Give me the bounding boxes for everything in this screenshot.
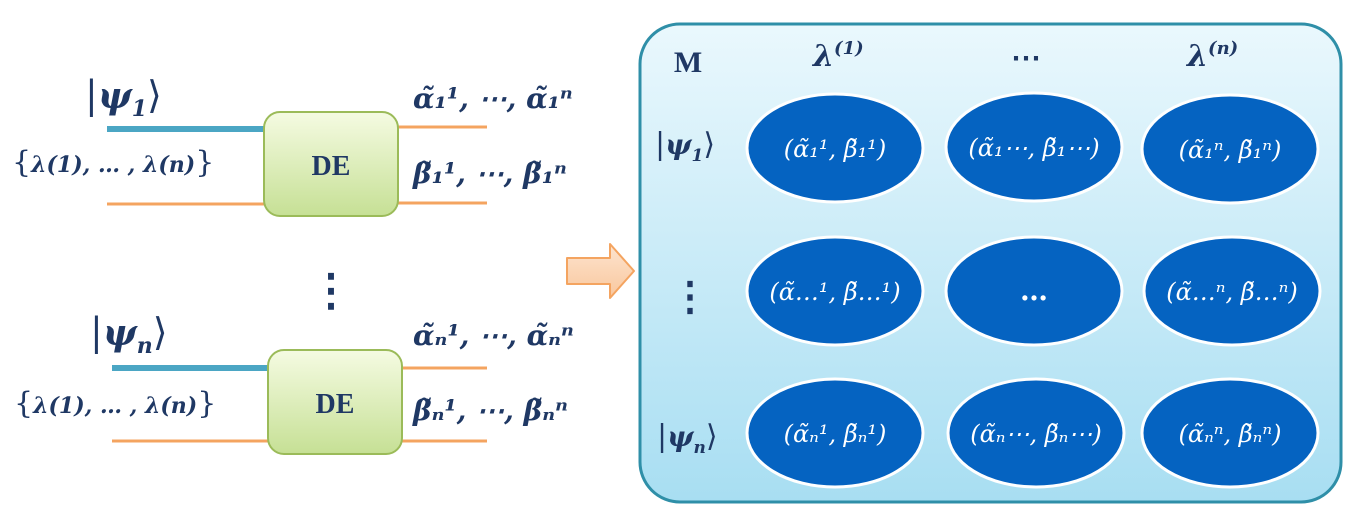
matrix-cell-text-1-2: (α̃₁⋯, β̃₁⋯) [968, 134, 1099, 162]
input-state-n: |ψn⟩ [90, 310, 168, 359]
matrix-row-1: (α̃₁¹, β̃₁¹) (α̃₁⋯, β̃₁⋯) (α̃₁ⁿ, β̃₁ⁿ) [745, 91, 1320, 205]
matrix-cell-3-1 [745, 377, 925, 489]
column-header-1: λ(1) [811, 38, 864, 74]
input-state-1: |ψ1⟩ [85, 73, 162, 122]
vertical-ellipsis-left: ⋮ [309, 265, 353, 316]
matrix-cell-text-1-1: (α̃₁¹, β̃₁¹) [784, 135, 887, 163]
de-box-label-1: DE [312, 151, 351, 182]
matrix-cell-2-1 [745, 235, 925, 347]
matrix-cell-2-2 [944, 235, 1124, 347]
matrix-corner-label: M [674, 46, 702, 79]
matrix-cell-3-3 [1140, 377, 1320, 489]
de-box-n [267, 349, 403, 455]
param-set-1: {λ(1), … , λ(n)} [12, 145, 214, 180]
matrix-cell-text-3-1: (α̃ₙ¹, β̃ₙ¹) [784, 420, 887, 448]
matrix-cell-text-3-2: (α̃ₙ⋯, β̃ₙ⋯) [970, 420, 1102, 448]
de-block-1: DE |ψ1⟩ {λ(1), … , λ(n)} α̃₁¹, ⋯, α̃₁ⁿ β… [12, 73, 573, 217]
matrix-cell-2-3 [1142, 235, 1322, 347]
matrix-cell-text-1-3: (α̃₁ⁿ, β̃₁ⁿ) [1179, 136, 1282, 164]
matrix-cell-1-3 [1140, 93, 1320, 205]
right-arrow [566, 243, 635, 299]
matrix-cell-text-3-3: (α̃ₙⁿ, β̃ₙⁿ) [1179, 420, 1282, 448]
row-label-1: |ψ1⟩ [655, 127, 715, 166]
row-label-3: |ψn⟩ [657, 419, 718, 458]
de-box-1 [263, 111, 399, 217]
row-label-2: ⋮ [670, 273, 710, 320]
beta-output-1: β̃₁¹, ⋯, β̃₁ⁿ [412, 157, 567, 190]
de-box-label-n: DE [316, 389, 355, 420]
matrix-cell-1-2 [944, 91, 1124, 203]
alpha-output-n: α̃ₙ¹, ⋯, α̃ₙⁿ [413, 319, 574, 352]
matrix-cell-1-1 [745, 92, 925, 204]
de-block-n: DE |ψn⟩ {λ(1), … , λ(n)} α̃ₙ¹, ⋯, α̃ₙⁿ β… [14, 310, 574, 455]
matrix-cell-text-2-1: (α̃…¹, β̃…¹) [769, 278, 900, 306]
beta-output-n: β̃ₙ¹, ⋯, β̃ₙⁿ [412, 394, 568, 427]
matrix-cell-text-2-2: … [1020, 274, 1048, 307]
column-header-2: ⋯ [1011, 41, 1041, 76]
alpha-output-1: α̃₁¹, ⋯, α̃₁ⁿ [413, 82, 573, 115]
matrix-cell-3-2 [946, 377, 1126, 489]
column-header-3: λ(n) [1185, 38, 1238, 74]
matrix-cell-text-2-3: (α̃…ⁿ, β̃…ⁿ) [1166, 278, 1298, 306]
matrix-row-3: (α̃ₙ¹, β̃ₙ¹) (α̃ₙ⋯, β̃ₙ⋯) (α̃ₙⁿ, β̃ₙⁿ) [745, 377, 1320, 489]
matrix-row-2: (α̃…¹, β̃…¹) … (α̃…ⁿ, β̃…ⁿ) [745, 235, 1322, 347]
param-set-n: {λ(1), … , λ(n)} [14, 386, 216, 421]
